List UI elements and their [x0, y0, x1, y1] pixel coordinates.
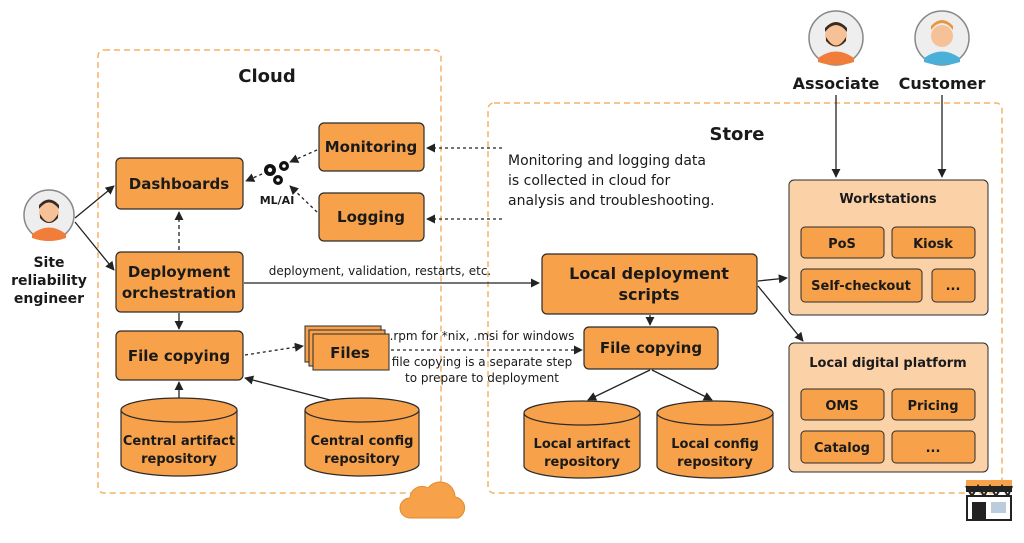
sre-label: reliability [11, 273, 87, 289]
local-config-repository [656, 400, 774, 479]
store-note: is collected in cloud for [508, 173, 670, 189]
gears-icon [264, 161, 289, 185]
central-artifact-repository [120, 397, 238, 477]
files-edge-label: to prepare to deployment [405, 371, 559, 385]
associate-label: Associate [793, 74, 880, 93]
pricing-label: Pricing [907, 399, 958, 414]
workstations-title: Workstations [839, 192, 936, 207]
central-config-label: repository [324, 452, 400, 467]
local-artifact-label: Local artifact [534, 437, 631, 452]
platform-title: Local digital platform [809, 356, 966, 371]
kiosk-label: Kiosk [913, 237, 953, 252]
files-label: Files [330, 344, 370, 362]
oms-box [800, 388, 885, 421]
deployment-orchestration-box [115, 251, 244, 313]
monitoring-box [318, 122, 425, 172]
store-file-copying-box [583, 326, 719, 370]
oms-label: OMS [825, 399, 858, 414]
monitoring-label: Monitoring [325, 138, 417, 156]
local-deployment-scripts-box [541, 253, 758, 315]
associate-person-icon [808, 10, 864, 66]
cloud-file-copying-box [115, 330, 244, 381]
local-artifact-repository [523, 400, 641, 479]
ml-ai-label: ML/AI [260, 194, 295, 207]
catalog-box [800, 430, 885, 464]
central-artifact-label: Central artifact [123, 434, 235, 449]
dashboards-box [115, 157, 244, 210]
store-title: Store [709, 124, 764, 145]
store-icon [965, 480, 1013, 521]
local-deployment-label: Local deployment [569, 264, 729, 283]
deployment-orchestration-label: Deployment [128, 263, 230, 281]
local-artifact-label: repository [544, 455, 620, 470]
sre-label: engineer [14, 291, 84, 307]
platform-more-label: ... [926, 441, 941, 456]
local-deployment-label: scripts [618, 285, 679, 304]
pos-box [800, 226, 885, 259]
sre-label: Site [33, 255, 64, 271]
platform-more-box [891, 430, 976, 464]
pos-label: PoS [828, 237, 856, 252]
files-edge-label: .rpm for *nix, .msi for windows [390, 329, 575, 343]
logging-box [318, 192, 425, 242]
workstations-more-label: ... [946, 279, 961, 294]
cloud-title: Cloud [238, 66, 295, 87]
central-artifact-label: repository [141, 452, 217, 467]
catalog-label: Catalog [814, 441, 870, 456]
store-note: analysis and troubleshooting. [508, 193, 715, 209]
cloud-icon [399, 481, 466, 519]
cloud-file-copying-label: File copying [128, 347, 230, 365]
local-config-label: repository [677, 455, 753, 470]
self-checkout-label: Self-checkout [811, 279, 911, 294]
files-edge-label: file copying is a separate step [392, 355, 572, 369]
store-file-copying-label: File copying [600, 339, 702, 357]
workstations-more-box [931, 268, 976, 303]
deploy-edge-label: deployment, validation, restarts, etc. [269, 264, 492, 278]
files-icon [304, 325, 390, 371]
pricing-box [891, 388, 976, 421]
edges [74, 95, 947, 401]
local-config-label: Local config [671, 437, 759, 452]
deployment-orchestration-label: orchestration [122, 284, 236, 302]
store-region [487, 102, 1003, 494]
self-checkout-box [800, 268, 923, 303]
sre-person-icon [23, 189, 75, 241]
customer-person-icon [914, 10, 970, 66]
store-note: Monitoring and logging data [508, 153, 706, 169]
dashboards-label: Dashboards [129, 175, 229, 193]
customer-label: Customer [899, 74, 986, 93]
cloud-region [97, 49, 442, 494]
central-config-label: Central config [311, 434, 414, 449]
logging-label: Logging [337, 208, 405, 226]
kiosk-box [891, 226, 976, 259]
central-config-repository [304, 397, 420, 477]
